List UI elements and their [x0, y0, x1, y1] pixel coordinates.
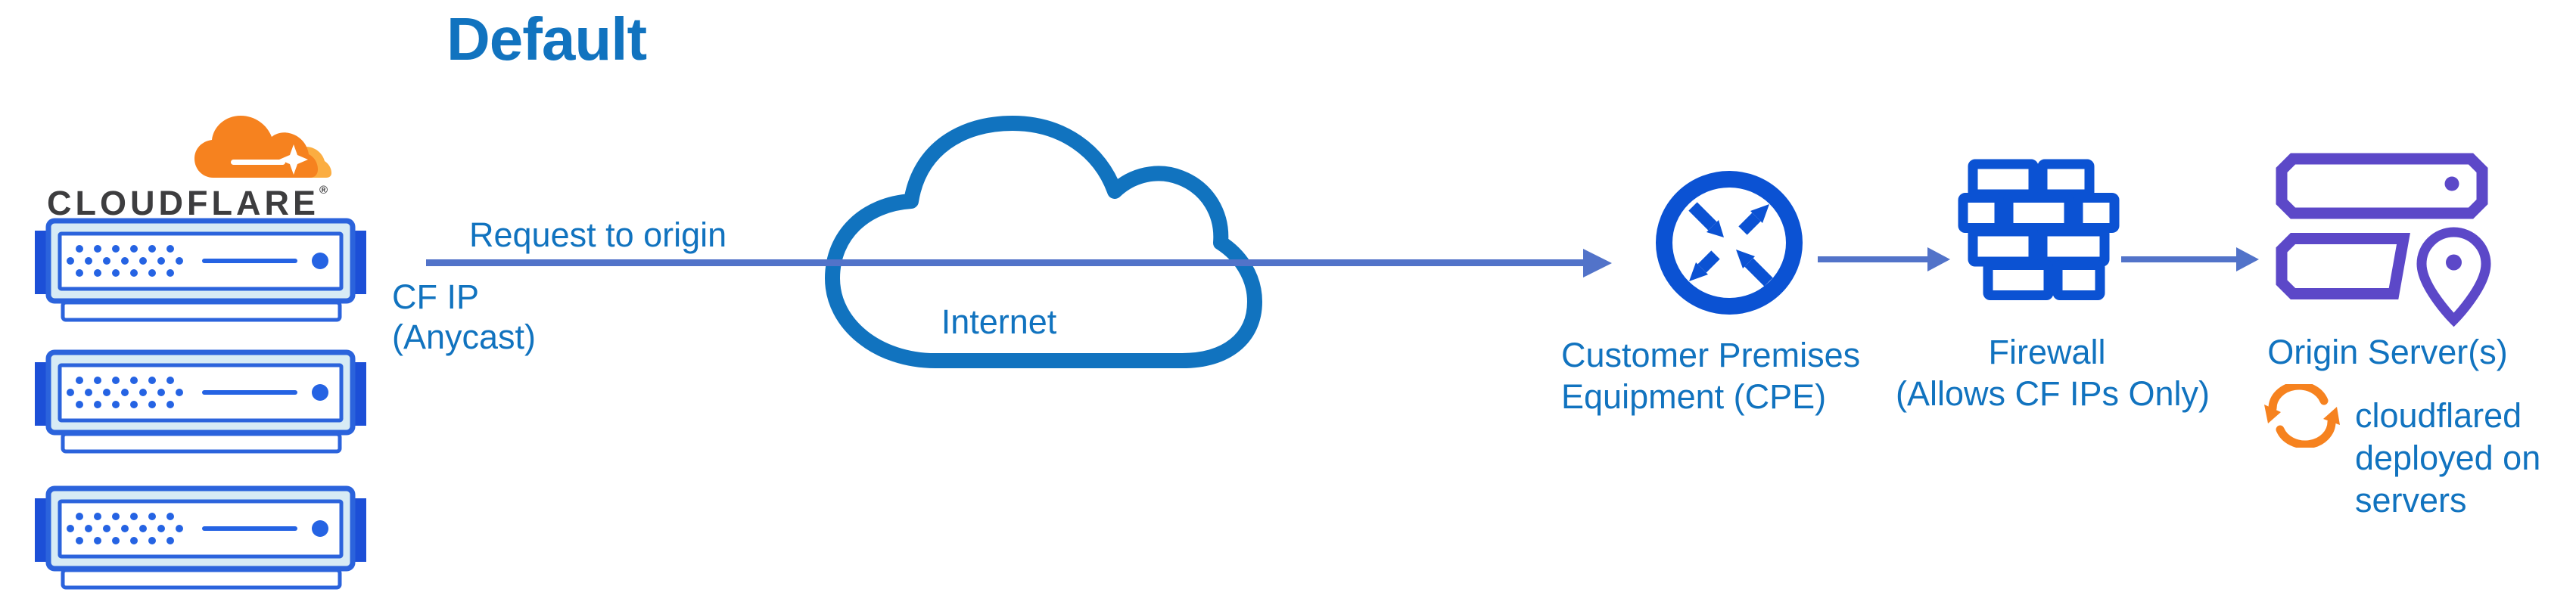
registered-mark: ®: [319, 184, 328, 197]
sync-arrows-icon: [2264, 384, 2340, 448]
cpe-label: Customer Premises Equipment (CPE): [1561, 334, 1860, 417]
cloudflared-label: cloudflared deployed on servers: [2355, 395, 2540, 522]
firewall-label-line1: Firewall: [1988, 333, 2106, 371]
cloudflare-wordmark: CLOUDFLARE®: [47, 184, 328, 223]
cpe-label-line2: Equipment (CPE): [1561, 377, 1827, 416]
cpe-router-icon: [1656, 171, 1803, 315]
cloudflared-label-line3: servers: [2355, 481, 2467, 519]
cf-server-icon: [34, 485, 367, 590]
cpe-to-firewall-arrowhead-icon: [1927, 247, 1952, 271]
firewall-brick-icon: [1958, 159, 2120, 300]
origin-servers-icon: [2276, 153, 2491, 327]
cpe-to-firewall-arrow: [1818, 256, 1927, 262]
cpe-label-line1: Customer Premises: [1561, 336, 1861, 374]
cloudflared-label-line2: deployed on: [2355, 439, 2541, 477]
cf-ip-label-line2: (Anycast): [392, 318, 537, 356]
main-connector-line-over-cloud: [825, 259, 1256, 266]
firewall-label-line2: (Allows CF IPs Only): [1896, 374, 2210, 413]
firewall-to-origin-arrowhead-icon: [2236, 247, 2261, 271]
origin-servers-label: Origin Server(s): [2267, 333, 2508, 371]
request-to-origin-label: Request to origin: [469, 216, 727, 254]
location-pin-icon: [2416, 227, 2491, 327]
internet-label: Internet: [941, 302, 1057, 341]
cloudflare-logo-icon: [194, 116, 331, 178]
cf-ip-anycast-label: CF IP (Anycast): [392, 277, 536, 357]
cloudflare-wordmark-text: CLOUDFLARE: [47, 184, 319, 222]
main-connector-arrowhead-icon: [1583, 249, 1614, 278]
cf-server-icon: [34, 218, 367, 322]
cf-server-icon: [34, 349, 367, 454]
diagram-title: Default: [446, 5, 647, 73]
firewall-label: Firewall (Allows CF IPs Only): [1896, 331, 2210, 414]
cloudflared-label-line1: cloudflared: [2355, 396, 2522, 435]
firewall-to-origin-arrow: [2121, 256, 2236, 262]
cf-ip-label-line1: CF IP: [392, 278, 480, 316]
